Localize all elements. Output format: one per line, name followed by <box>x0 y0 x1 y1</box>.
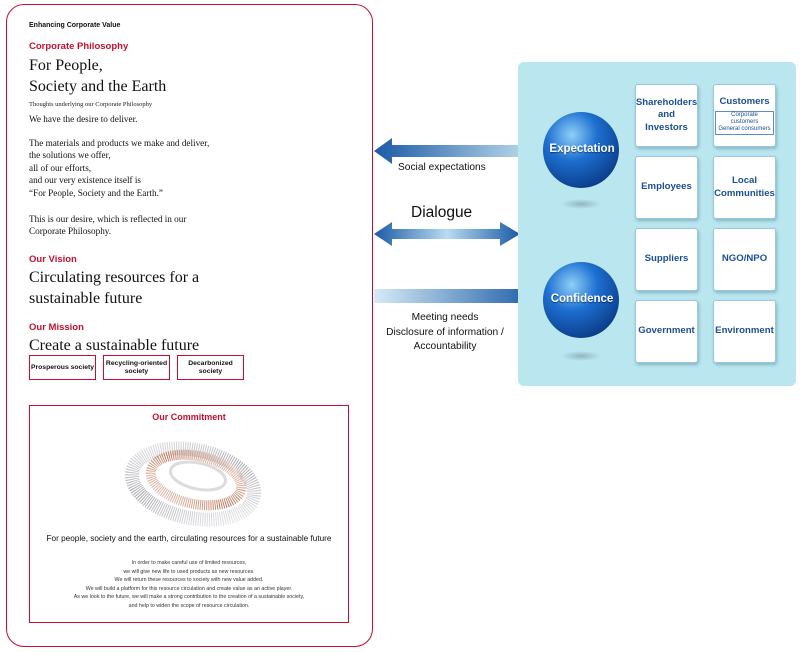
commitment-ring-graphic <box>124 441 262 527</box>
stakeholder-suppliers-name: Suppliers <box>644 253 689 265</box>
corporate-philosophy-label: Corporate Philosophy <box>29 41 129 52</box>
dialogue-arrow <box>374 222 520 246</box>
confidence-sphere-shadow <box>561 351 601 361</box>
stakeholder-ngo-npo: NGO/NPO <box>713 228 776 291</box>
eyebrow-title: Enhancing Corporate Value <box>29 22 121 29</box>
expectation-label: Expectation <box>549 143 615 155</box>
social-expectations-arrow <box>374 138 530 164</box>
confidence-label: Confidence <box>550 293 614 305</box>
stakeholder-government-name: Government <box>638 325 695 337</box>
stakeholder-shareholders: Shareholders and Investors <box>635 84 698 147</box>
philosophy-desire: We have the desire to deliver. <box>29 114 138 124</box>
expectation-sphere <box>543 112 619 188</box>
stakeholder-shareholders-name: Shareholders and Investors <box>635 96 698 133</box>
meeting-needs-label: Meeting needs Disclosure of information … <box>386 312 504 352</box>
philosophy-closing: This is our desire, which is reflected i… <box>29 214 187 237</box>
philosophy-body: The materials and products we make and d… <box>29 138 210 198</box>
mission-box-prosperous: Prosperous society <box>29 355 96 380</box>
customers-subtypes: Corporate customers General consumers <box>715 110 774 135</box>
mission-heading: Create a sustainable future <box>29 337 200 354</box>
stakeholder-environment: Environment <box>713 300 776 363</box>
commitment-tagline: For people, society and the earth, circu… <box>46 534 332 543</box>
stakeholder-environment-name: Environment <box>715 325 774 337</box>
stakeholder-employees: Employees <box>635 156 698 219</box>
dialogue-label: Dialogue <box>411 204 473 221</box>
stakeholder-local-communities: Local Communities <box>713 156 776 219</box>
stakeholder-employees-name: Employees <box>641 181 692 193</box>
stakeholder-suppliers: Suppliers <box>635 228 698 291</box>
spheres-graphic <box>543 112 619 361</box>
commitment-box: Our Commitment For people, society and t… <box>29 405 349 623</box>
mission-label: Our Mission <box>29 322 84 333</box>
stakeholder-customers: Customers Corporate customers General co… <box>713 84 776 147</box>
flow-arrows <box>374 138 530 310</box>
philosophy-subnote: Thoughts underlying our Corporate Philos… <box>29 101 153 108</box>
stakeholder-government: Government <box>635 300 698 363</box>
confidence-sphere <box>543 262 619 338</box>
vision-label: Our Vision <box>29 254 77 265</box>
stakeholder-local-communities-name: Local Communities <box>714 175 775 199</box>
commitment-title: Our Commitment <box>152 412 226 422</box>
meeting-needs-arrow <box>374 282 530 310</box>
social-expectations-label: Social expectations <box>398 162 486 173</box>
philosophy-heading: For People, Society and the Earth <box>29 57 167 95</box>
mission-box-recycling: Recycling-oriented society <box>103 355 170 380</box>
stakeholder-customers-name: Customers <box>719 96 770 108</box>
philosophy-card: Enhancing Corporate Value Corporate Phil… <box>6 4 373 647</box>
vision-heading: Circulating resources for a sustainable … <box>29 269 200 307</box>
stakeholder-ngo-npo-name: NGO/NPO <box>721 253 768 265</box>
expectation-sphere-shadow <box>561 199 601 209</box>
commitment-body: In order to make careful use of limited … <box>73 560 305 609</box>
mission-box-decarbonized: Decarbonized society <box>177 355 244 380</box>
